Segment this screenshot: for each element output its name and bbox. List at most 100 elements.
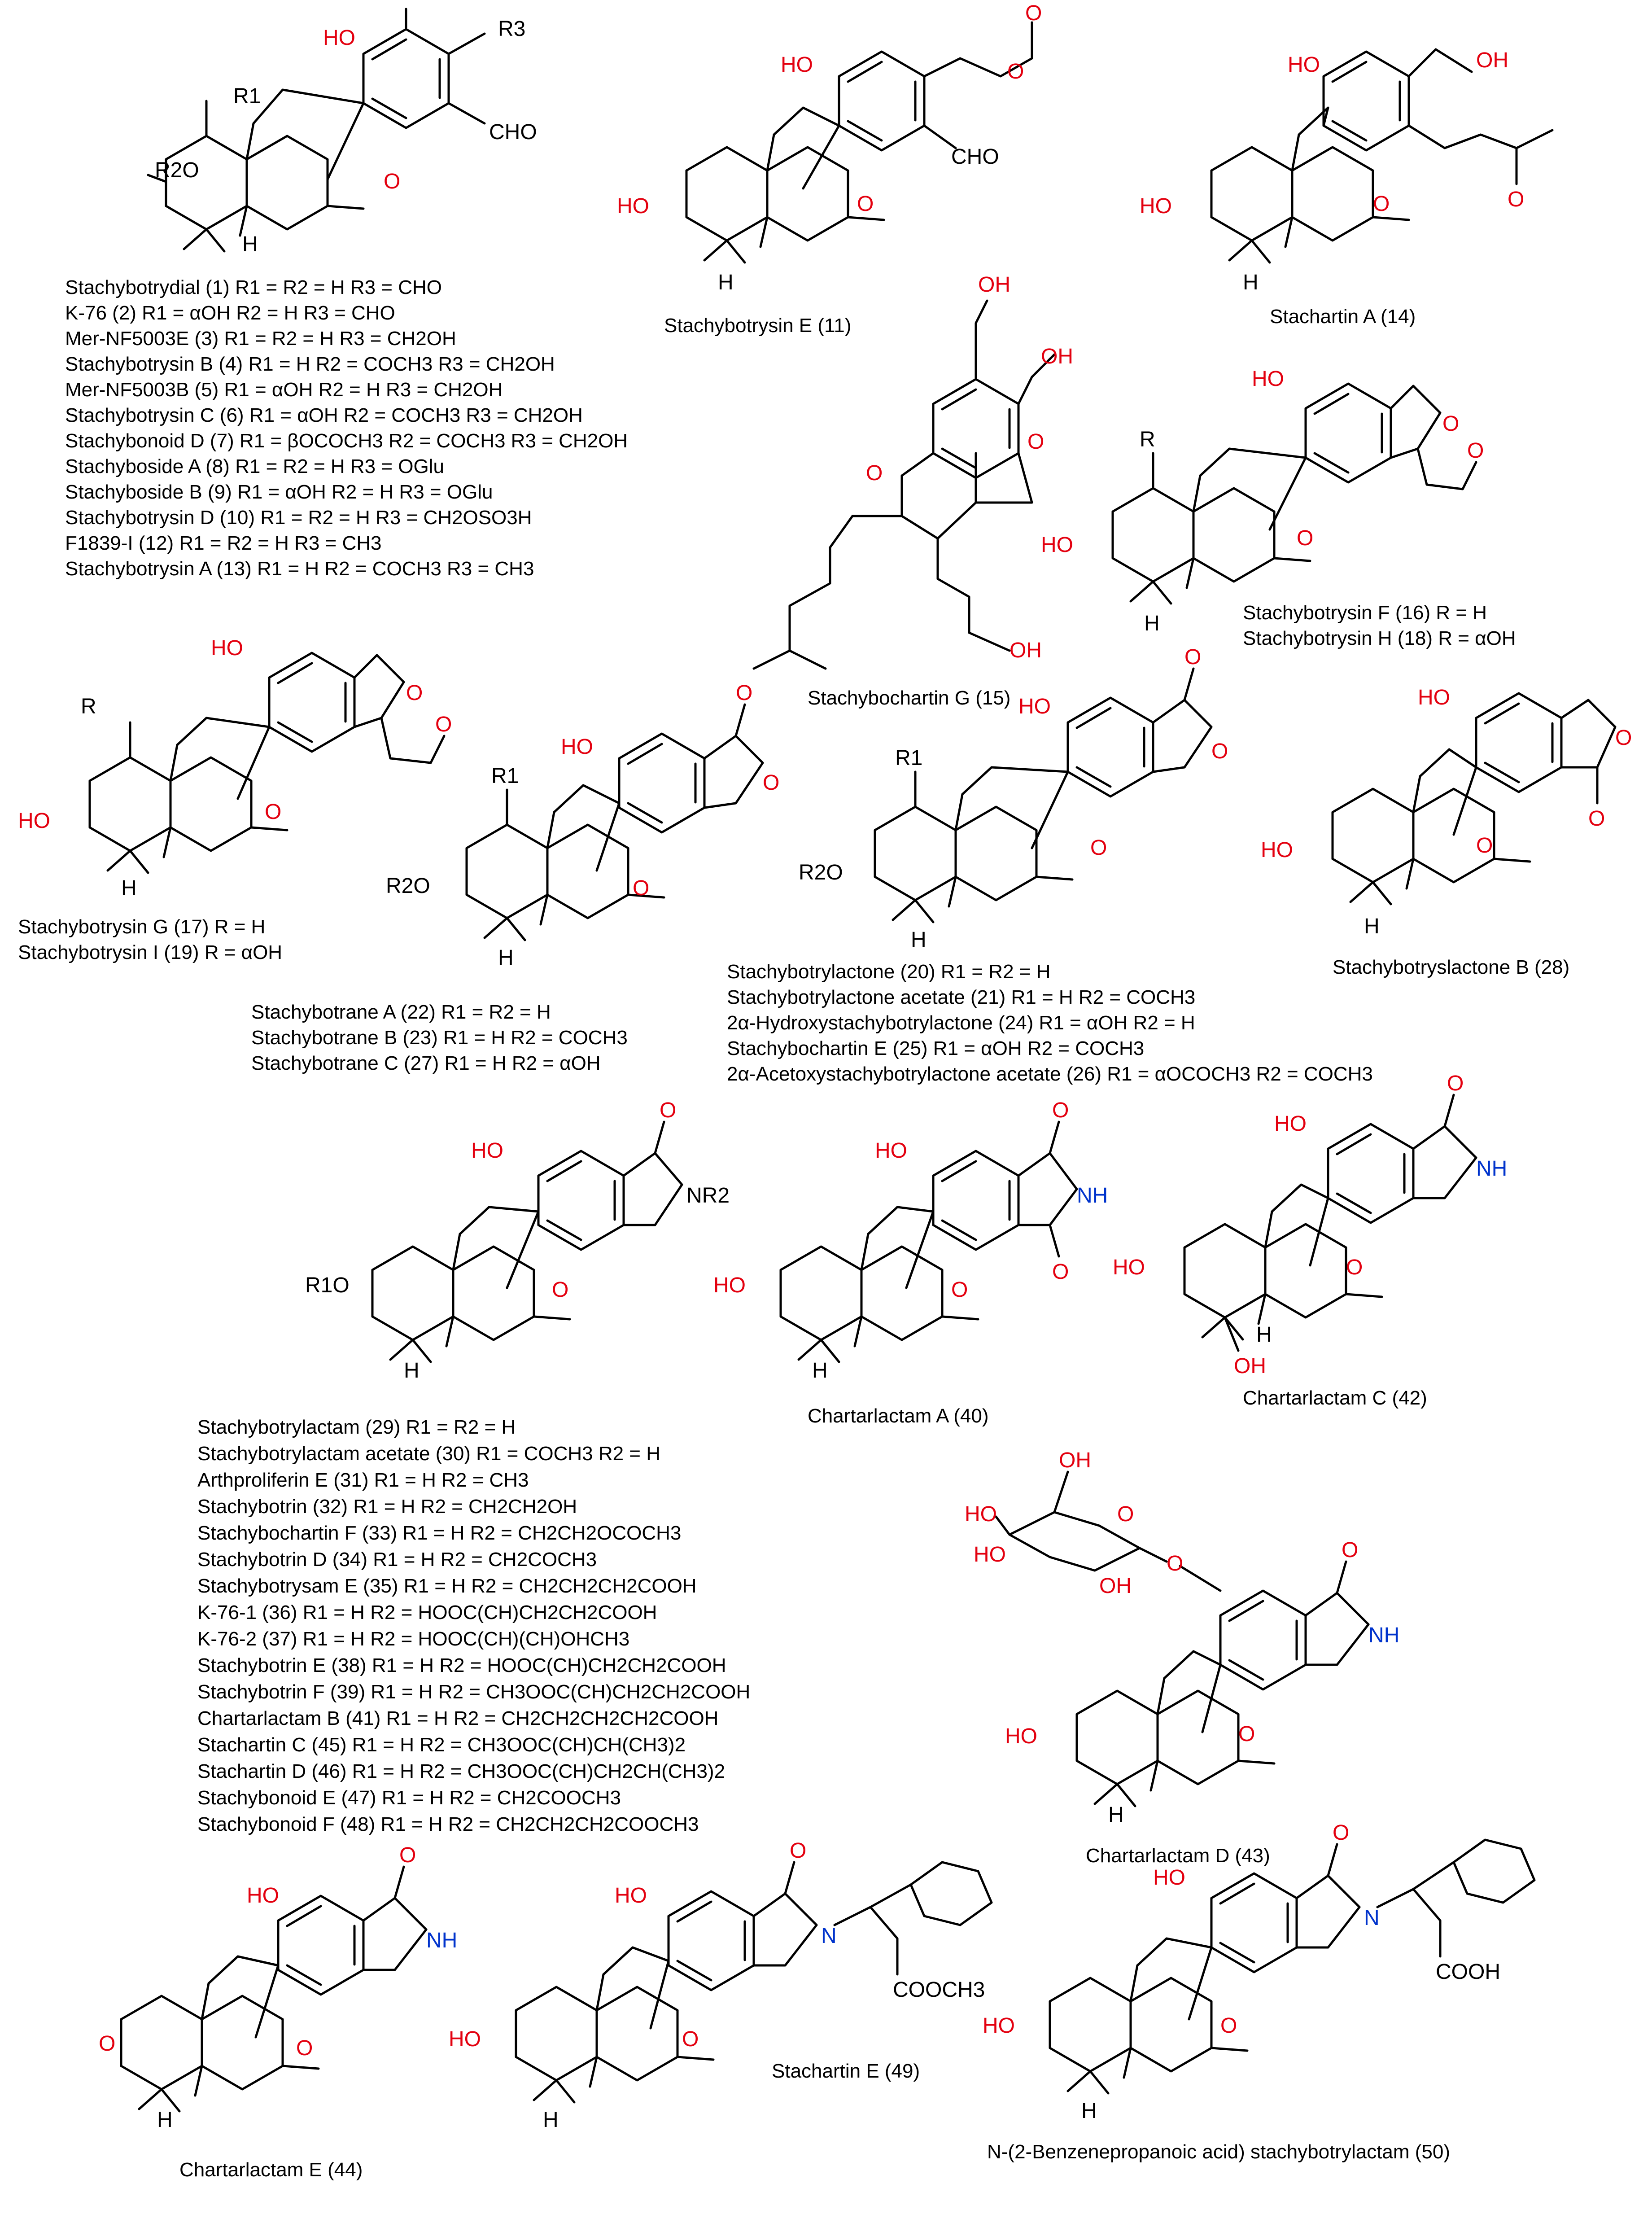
- compound-name: Stachybotrysin F (16) R = H: [1243, 602, 1487, 624]
- atom-n: N: [821, 1924, 837, 1948]
- atom-o-furan: O: [1346, 1256, 1363, 1279]
- substituent-table-3: Stachybotrylactone (20) R1 = R2 = H Stac…: [727, 961, 1373, 1085]
- compound-name: Chartarlactam D (43): [1086, 1845, 1270, 1867]
- atom-o-furan: O: [1238, 1722, 1255, 1746]
- atom-h: H: [1256, 1323, 1272, 1347]
- compound-name: Stachartin E (49): [772, 2060, 920, 2082]
- atom-o: O: [1117, 1502, 1134, 1526]
- compound-name: Stachybochartin G (15): [808, 687, 1010, 709]
- atom-h: H: [1364, 914, 1380, 938]
- atom-o: O: [1615, 726, 1632, 750]
- compound-name: Chartarlactam A (40): [808, 1405, 989, 1427]
- atom-o-ketone: O: [99, 2032, 115, 2056]
- table-row: F1839-I (12) R1 = R2 = H R3 = CH3: [65, 532, 382, 554]
- table-row: Stachybotrin D (34) R1 = H R2 = CH2COCH3: [197, 1549, 597, 1571]
- atom-r: R: [1140, 428, 1155, 451]
- table-row: K-76-2 (37) R1 = H R2 = HOOC(CH)(CH)OHCH…: [197, 1628, 629, 1650]
- atom-o: O: [660, 1098, 676, 1122]
- atom-ho: HO: [1418, 686, 1450, 709]
- substituent-table-4: Stachybotrylactam (29) R1 = R2 = H Stach…: [197, 1416, 750, 1835]
- atom-r: R: [81, 695, 96, 718]
- atom-o: O: [1211, 739, 1228, 763]
- compound-name: Stachybotrysin G (17) R = H: [18, 916, 265, 938]
- atom-oh: OH: [978, 273, 1010, 297]
- atom-r2o: R2O: [799, 861, 843, 884]
- table-row: Stachartin D (46) R1 = H R2 = CH3OOC(CH)…: [197, 1760, 725, 1782]
- compound-name: Stachybotrysin H (18) R = αOH: [1243, 627, 1516, 649]
- structure-44: [121, 1865, 428, 2111]
- compound-name: Stachybotrysin E (11): [664, 315, 851, 337]
- atom-o: O: [1007, 60, 1024, 83]
- atom-o: O: [1508, 188, 1524, 211]
- atom-oh: OH: [1476, 48, 1508, 72]
- table-row: Stachybotrane C (27) R1 = H R2 = αOH: [251, 1052, 601, 1074]
- atom-o: O: [1588, 807, 1605, 831]
- table-row: Stachybotrysin D (10) R1 = R2 = H R3 = C…: [65, 507, 532, 529]
- structure-16-18: [1113, 384, 1477, 604]
- atom-o: O: [736, 681, 752, 705]
- atom-ho: HO: [713, 1273, 746, 1297]
- atom-o: O: [435, 713, 452, 736]
- table-row: 2α-Hydroxystachybotrylactone (24) R1 = α…: [727, 1012, 1195, 1034]
- atom-ho: HO: [211, 636, 243, 660]
- atom-o-furan: O: [633, 876, 649, 900]
- atom-cho: CHO: [489, 120, 537, 144]
- atom-h: H: [1243, 271, 1259, 294]
- table-row: Mer-NF5003B (5) R1 = αOH R2 = H R3 = CH2…: [65, 379, 503, 401]
- structure-42: [1184, 1094, 1477, 1352]
- atom-oh: OH: [1059, 1448, 1091, 1472]
- atom-h: H: [404, 1359, 420, 1383]
- atom-ho: HO: [449, 2027, 481, 2051]
- table-row: Mer-NF5003E (3) R1 = R2 = H R3 = CH2OH: [65, 328, 456, 350]
- table-row: Stachybonoid D (7) R1 = βOCOCH3 R2 = COC…: [65, 430, 628, 452]
- atom-o: O: [866, 461, 883, 485]
- atom-ho: HO: [615, 1884, 647, 1908]
- scaffold-stachybotrydial: [147, 8, 486, 251]
- table-row: Arthproliferin E (31) R1 = H R2 = CH3: [197, 1469, 529, 1491]
- table-row: Stachybotrane A (22) R1 = R2 = H: [251, 1001, 551, 1023]
- atom-o-furan: O: [1373, 192, 1390, 216]
- atom-o: O: [1467, 439, 1484, 463]
- atom-h: H: [1081, 2099, 1097, 2123]
- table-row: Stachybochartin E (25) R1 = αOH R2 = COC…: [727, 1037, 1144, 1059]
- structure-40: [781, 1120, 1078, 1362]
- structure-lactone-series: [875, 667, 1213, 922]
- atom-ho: HO: [1252, 367, 1284, 391]
- atom-o: O: [1447, 1072, 1464, 1095]
- atom-h: H: [543, 2108, 559, 2132]
- atom-ho: HO: [1261, 838, 1293, 862]
- substituent-table-1: Stachybotrydial (1) R1 = R2 = H R3 = CHO…: [65, 276, 628, 580]
- atom-r2o: R2O: [155, 158, 199, 182]
- compound-name: Chartarlactam E (44): [179, 2159, 363, 2181]
- atom-o-furan: O: [682, 2027, 699, 2051]
- table-row: Stachyboside B (9) R1 = αOH R2 = H R3 = …: [65, 481, 493, 503]
- atom-o-furan: O: [1090, 836, 1107, 860]
- atom-o-furan: O: [296, 2036, 313, 2060]
- atom-ho: HO: [18, 809, 50, 833]
- atom-ho: HO: [974, 1543, 1006, 1566]
- atom-ho: HO: [471, 1139, 503, 1163]
- atom-h: H: [242, 232, 258, 256]
- compound-name: Stachartin A (14): [1270, 306, 1416, 328]
- atom-h: H: [121, 876, 137, 900]
- table-row: K-76 (2) R1 = αOH R2 = H R3 = CHO: [65, 302, 395, 324]
- atom-o: O: [1184, 645, 1201, 669]
- atom-o: O: [1052, 1098, 1069, 1122]
- atom-oh: OH: [1099, 1574, 1132, 1598]
- atom-ho: HO: [1140, 194, 1172, 218]
- atom-ho: HO: [965, 1502, 997, 1526]
- atom-h: H: [812, 1359, 828, 1383]
- structure-14: [1211, 48, 1554, 263]
- atom-o: O: [790, 1839, 806, 1863]
- atom-o: O: [399, 1843, 416, 1867]
- table-row: Stachartin C (45) R1 = H R2 = CH3OOC(CH)…: [197, 1734, 686, 1756]
- table-row: Stachybotrin E (38) R1 = H R2 = HOOC(CH)…: [197, 1654, 726, 1676]
- atom-nh: NH: [1476, 1157, 1507, 1181]
- atom-oh: OH: [1010, 639, 1042, 662]
- atom-r2o: R2O: [386, 874, 430, 898]
- table-row: Stachybotrylactam acetate (30) R1 = COCH…: [197, 1443, 660, 1465]
- table-row: Stachybotrysin B (4) R1 = H R2 = COCH3 R…: [65, 353, 555, 375]
- atom-o: O: [1167, 1552, 1183, 1575]
- atom-o: O: [1333, 1821, 1349, 1845]
- table-row: Stachybotrin (32) R1 = H R2 = CH2CH2OH: [197, 1496, 577, 1518]
